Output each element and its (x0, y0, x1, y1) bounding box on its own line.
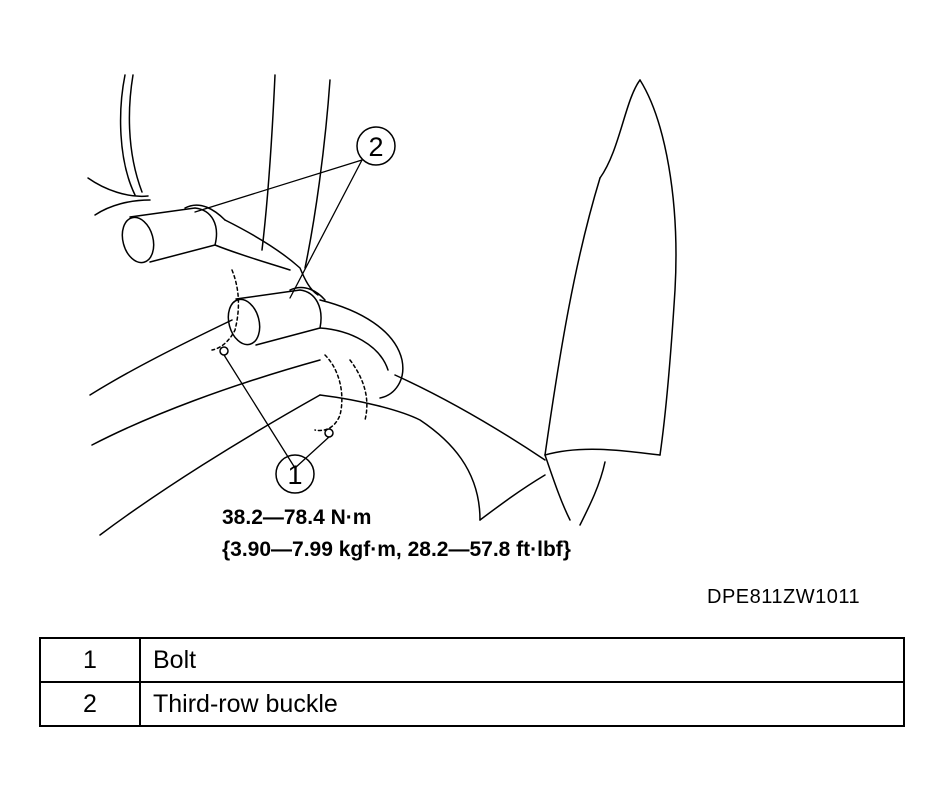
bolt-lower-icon (324, 428, 334, 438)
bolt-upper-icon (219, 346, 229, 356)
seat-buckle-illustration: 2 1 (87, 74, 677, 536)
legend-number: 1 (39, 637, 141, 683)
right-seat-base-inner (579, 461, 606, 526)
floor-line-2 (479, 474, 546, 521)
bracket-dotted-lower (314, 354, 343, 432)
right-seat-lower-notch (544, 454, 571, 521)
callout-2-number: 2 (368, 132, 383, 162)
right-seat-side (544, 177, 601, 456)
cushion-line-1 (89, 319, 233, 396)
upper-buckle (121, 204, 226, 264)
callout-2-circle (356, 126, 396, 166)
seat-back-inner-line (128, 74, 143, 193)
callout-1-leader-lower (294, 436, 330, 469)
callout-1-number: 1 (287, 460, 302, 490)
cushion-line-2 (91, 359, 321, 446)
torque-value-alternate-units: {3.90—7.99 kgf·m, 28.2—57.8 ft·lbf} (222, 538, 571, 561)
callout-legend-table: 1 Bolt 2 Third-row buckle (39, 637, 905, 727)
callout-2-leader-upper (194, 159, 363, 213)
bracket-dotted-right (349, 359, 368, 421)
callout-1-circle (275, 454, 315, 494)
lower-buckle-strap-inner (319, 327, 389, 371)
figure-code: DPE811ZW1011 (707, 586, 861, 608)
cushion-contour (319, 394, 481, 521)
right-seat-back-contour (639, 79, 677, 456)
right-seat-front-edge (599, 79, 641, 179)
callout-1-leader-upper (223, 354, 296, 469)
cushion-upper-edge (94, 199, 151, 216)
floor-line (394, 374, 546, 461)
right-seat-base (544, 448, 661, 456)
cushion-line-3 (99, 394, 321, 536)
seat-back-edge (87, 177, 149, 198)
legend-label: Bolt (139, 637, 905, 683)
legend-label: Third-row buckle (139, 681, 905, 727)
seat-back-outline (119, 74, 136, 196)
lower-buckle-strap (319, 299, 404, 399)
upper-buckle-strap-lower (214, 244, 291, 271)
upper-buckle-strap (224, 219, 319, 296)
legend-number: 2 (39, 681, 141, 727)
seat-side-crease (261, 74, 276, 251)
legend-row: 1 Bolt (39, 637, 905, 683)
seat-center-edge (304, 79, 331, 269)
legend-row: 2 Third-row buckle (39, 681, 905, 727)
callout-2-leader-lower (289, 159, 363, 299)
torque-value-nm: 38.2—78.4 N·m (222, 506, 372, 529)
bracket-dotted-upper (211, 269, 240, 351)
